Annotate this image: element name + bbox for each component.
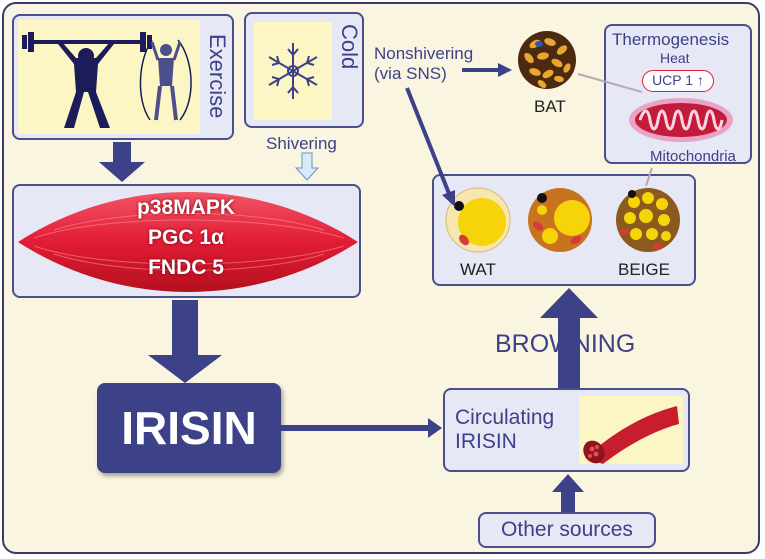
snowflake-icon [268,43,318,99]
mitochondria-icon [629,98,733,142]
muscle-marker-2: PGC 1α [148,226,224,249]
exercise-label: Exercise [205,34,230,119]
nonshivering-label: Nonshivering (via SNS) [374,44,473,84]
browning-label: BROWNING [495,330,636,358]
thermogenesis-title: Thermogenesis [612,30,730,49]
circulating-label: Circulating IRISIN [455,406,554,454]
circulating-line-2: IRISIN [455,430,517,453]
fat-cells-icon [445,187,680,253]
thermogenesis-box: Thermogenesis Heat UCP 1 ↑ Mitochondria [604,24,752,165]
bat-cells-icon [518,31,576,89]
nonshivering-line-2: (via SNS) [374,64,447,83]
muscle-marker-3: FNDC 5 [148,256,224,279]
muscle-box: p38MAPK PGC 1α FNDC 5 [12,184,361,298]
circulating-line-1: Circulating [455,406,555,429]
vessel-illustration [579,396,683,464]
heat-label: Heat [660,50,690,66]
cold-illustration [254,22,332,120]
ucp1-label: UCP 1 ↑ [652,72,704,88]
athletes-icon [22,32,192,128]
wat-label: WAT [460,260,496,279]
irisin-box: IRISIN [97,383,281,473]
other-sources-box: Other sources [478,512,656,548]
cold-box: Cold [244,12,364,128]
fat-cells-box: WAT BEIGE [432,174,696,286]
exercise-illustration [18,20,200,134]
other-sources-label: Other sources [501,518,633,541]
irisin-label: IRISIN [121,402,257,454]
cold-label: Cold [337,24,362,70]
circulating-box: Circulating IRISIN [443,388,690,472]
mitochondria-label: Mitochondria [650,148,736,165]
beige-label: BEIGE [618,260,670,279]
muscle-icon [18,192,358,292]
ucp1-badge: UCP 1 ↑ [642,70,714,92]
blood-vessel-icon [583,406,679,464]
nonshivering-line-1: Nonshivering [374,44,474,63]
muscle-marker-1: p38MAPK [136,196,236,219]
bat-label: BAT [534,97,566,116]
exercise-box: Exercise [12,14,234,140]
shivering-label: Shivering [266,134,337,153]
